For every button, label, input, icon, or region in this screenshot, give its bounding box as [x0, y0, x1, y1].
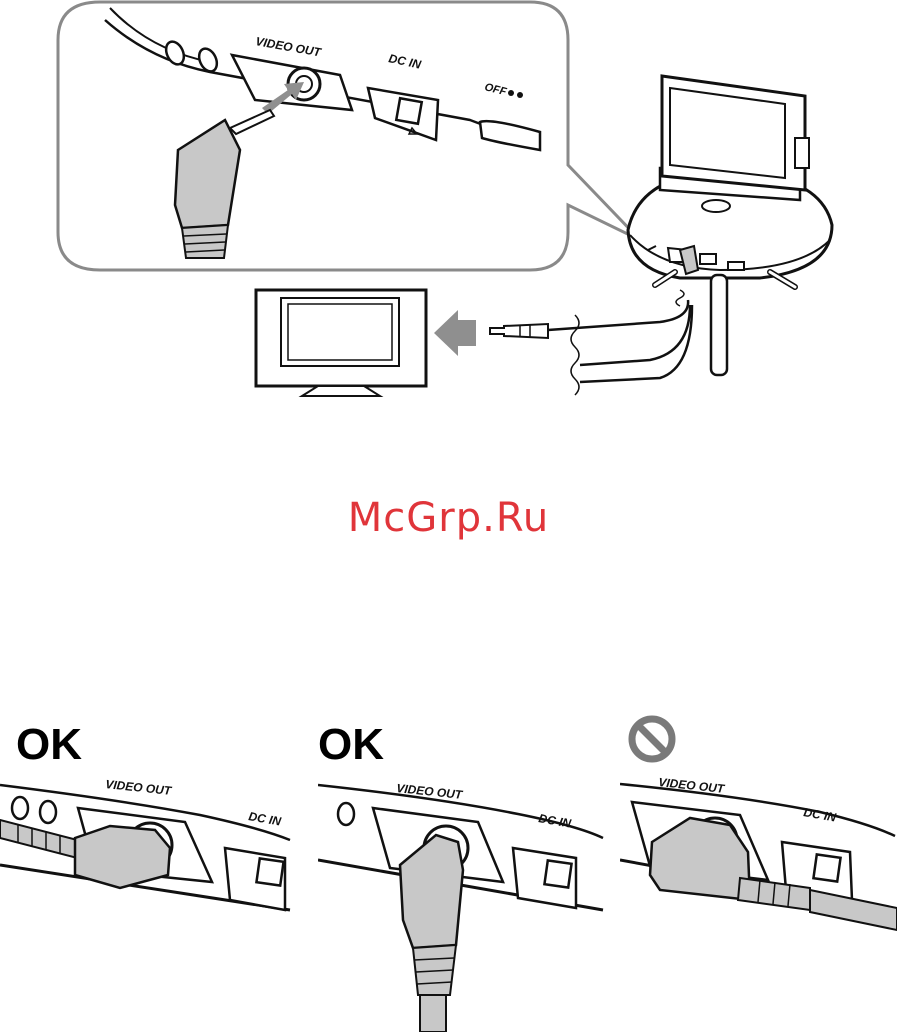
panel-1-illustration: VIDEO OUT DC IN: [0, 770, 295, 1032]
signal-arrow-icon: [434, 310, 476, 356]
panel-1-label-video-out: VIDEO OUT: [105, 777, 174, 798]
panel-2-illustration: VIDEO OUT DC IN: [318, 770, 608, 1032]
television-icon: [256, 290, 426, 396]
panel-3-illustration: VIDEO OUT DC IN: [620, 770, 897, 1032]
panel-1-status-label: OK: [16, 720, 82, 770]
connection-diagram: VIDEO OUT DC IN OFF: [0, 0, 897, 410]
watermark: McGrp.Ru: [0, 495, 897, 541]
panel-1-label-dc-in: DC IN: [247, 809, 282, 829]
dock-with-player: [628, 76, 832, 375]
prohibited-icon: [627, 714, 677, 764]
panel-2-status-label: OK: [318, 720, 384, 770]
av-cable: [490, 290, 692, 395]
